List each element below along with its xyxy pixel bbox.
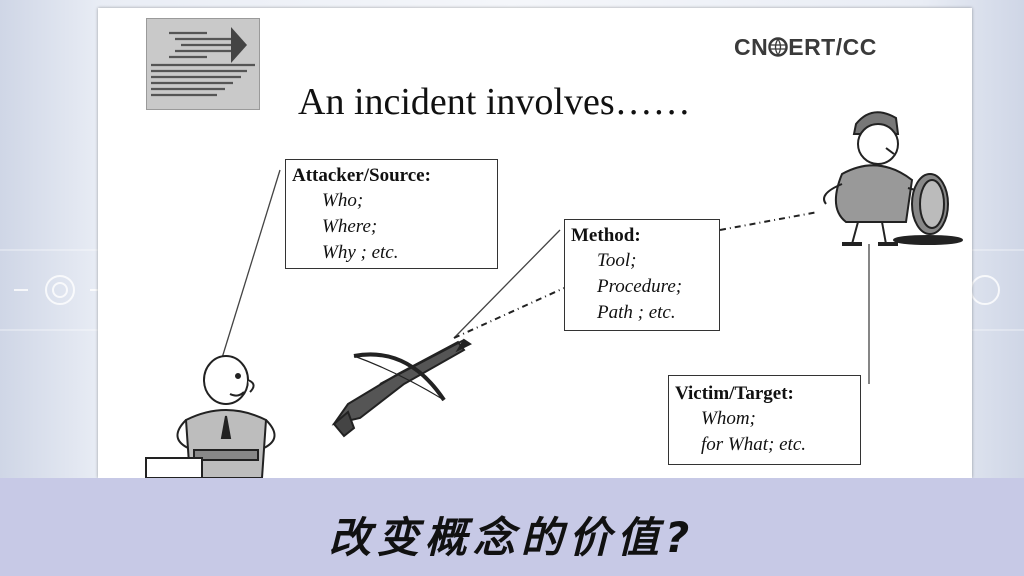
method-line-1: Tool; — [597, 250, 637, 271]
attacker-connector — [221, 169, 281, 359]
logo-graphic — [146, 18, 260, 110]
method-heading: Method: — [571, 225, 641, 246]
attacker-heading: Attacker/Source: — [292, 165, 431, 186]
brand-suffix: ERT/CC — [788, 34, 877, 60]
attacker-line-2: Where; — [322, 216, 378, 237]
attacker-source-box: Attacker/Source: Who; Where; Why ; etc. — [285, 159, 498, 269]
path-dashline-2 — [719, 211, 819, 231]
path-dashline-1 — [453, 287, 565, 339]
caption-text: 改变概念的价值? — [328, 513, 696, 562]
slide: CN ERT/CC An incident involves…… — [98, 8, 972, 478]
victim-heading: Victim/Target: — [675, 383, 794, 404]
crossbow-weapon — [331, 338, 472, 438]
victim-line-2: for What; etc. — [701, 434, 807, 455]
attacker-figure — [145, 355, 276, 478]
victim-target-box: Victim/Target: Whom; for What; etc. — [668, 375, 861, 465]
method-line-2: Procedure; — [597, 276, 683, 297]
illustration — [145, 111, 963, 478]
arrow-lines-icon — [151, 27, 255, 97]
victim-line-1: Whom; — [701, 408, 756, 429]
method-connector — [453, 229, 561, 339]
brand-logo: CN ERT/CC — [734, 34, 877, 61]
slide-title: An incident involves…… — [298, 81, 691, 123]
attacker-line-1: Who; — [322, 190, 364, 211]
caption-bar: 改变概念的价值? — [0, 478, 1024, 576]
brand-prefix: CN — [734, 34, 769, 60]
victim-figure — [823, 111, 963, 246]
attacker-line-3: Why ; etc. — [322, 242, 399, 263]
globe-icon — [768, 37, 788, 57]
method-line-3: Path ; etc. — [597, 302, 676, 323]
method-box: Method: Tool; Procedure; Path ; etc. — [564, 219, 720, 331]
